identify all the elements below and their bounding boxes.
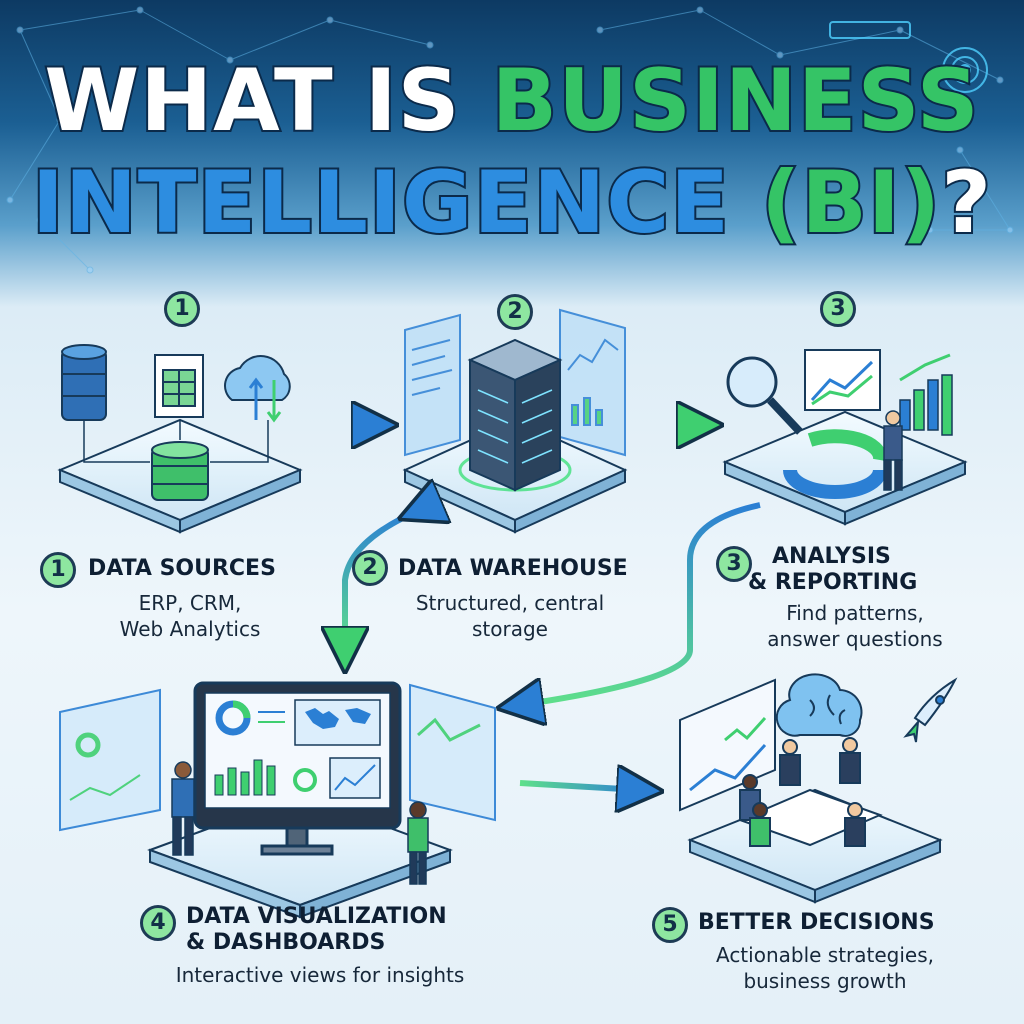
title-word-business: BUSINESS — [490, 51, 981, 151]
step-2-desc-line2: storage — [472, 617, 548, 641]
arrow-4-to-5 — [519, 783, 640, 790]
data-screen-right — [559, 308, 626, 457]
side-panel-left — [59, 688, 161, 832]
step-1-badge: 1 — [40, 552, 76, 588]
step-2-title: DATA WAREHOUSE — [398, 556, 628, 581]
meeting-table-icon — [737, 737, 883, 847]
magnifier-icon — [726, 356, 803, 435]
step-3-badge: 3 — [716, 546, 752, 582]
step-5-desc-line1: Actionable strategies, — [715, 943, 935, 967]
donut-chart-icon — [783, 429, 888, 499]
title-word-intelligence: INTELLIGENCE — [30, 153, 731, 253]
step-5-title: BETTER DECISIONS — [698, 910, 935, 935]
step-3-title-line2: & REPORTING — [748, 570, 918, 595]
step-4-title-line2: & DASHBOARDS — [186, 930, 386, 955]
central-database-icon — [151, 441, 209, 501]
rocket-icon — [903, 677, 958, 743]
platform-analysis — [722, 410, 968, 526]
step-3-top-badge: 3 — [820, 291, 856, 327]
side-panel-right — [409, 683, 496, 822]
world-map-icon — [294, 699, 381, 746]
network-background — [6, 6, 1014, 274]
woman-figure — [407, 801, 429, 885]
title-word-what: WHAT — [42, 51, 334, 151]
analyst-figure — [883, 410, 903, 491]
step-3-desc-line2: answer questions — [767, 627, 943, 651]
cloud-sync-icon — [224, 355, 291, 423]
step-2-top-badge: 2 — [497, 294, 533, 330]
step-5-badge: 5 — [652, 907, 688, 943]
bar-chart-icon — [899, 353, 953, 436]
title-word-bi: (BI) — [759, 153, 942, 253]
step-1-top-badge: 1 — [164, 291, 200, 327]
step-4-badge: 4 — [140, 905, 176, 941]
step-4-title-line1: DATA VISUALIZATION — [186, 904, 447, 929]
monitor-dashboard-icon — [193, 681, 402, 856]
step-4-desc-line1: Interactive views for insights — [175, 963, 465, 987]
line-chart-icon — [804, 349, 881, 411]
data-screen-left — [404, 313, 461, 457]
arrow-2-to-4 — [345, 510, 420, 650]
step-3-desc-line1: Find patterns, — [786, 601, 924, 625]
step-1-desc-line1: ERP, CRM, — [138, 591, 242, 615]
database-icon — [61, 344, 107, 421]
title-word-is: IS — [363, 51, 462, 151]
step-1-title: DATA SOURCES — [88, 556, 276, 581]
brain-icon — [775, 673, 863, 737]
spreadsheet-icon — [154, 354, 204, 418]
title-question-mark: ? — [939, 153, 993, 253]
arrow-3-to-4 — [520, 502, 761, 705]
step-3-title-line1: ANALYSIS — [772, 544, 891, 569]
step-1-desc-line2: Web Analytics — [119, 617, 261, 641]
page-title-line2: INTELLIGENCE (BI)? — [0, 158, 1024, 248]
server-icon — [467, 338, 563, 492]
step-2-desc-line1: Structured, central — [415, 591, 605, 615]
page-title-line1: WHAT IS BUSINESS — [0, 56, 1024, 146]
presenter-figure — [171, 761, 195, 856]
step-2-badge: 2 — [352, 550, 388, 586]
step-5-desc-line2: business growth — [743, 969, 907, 993]
tech-circle-icon — [829, 21, 988, 93]
